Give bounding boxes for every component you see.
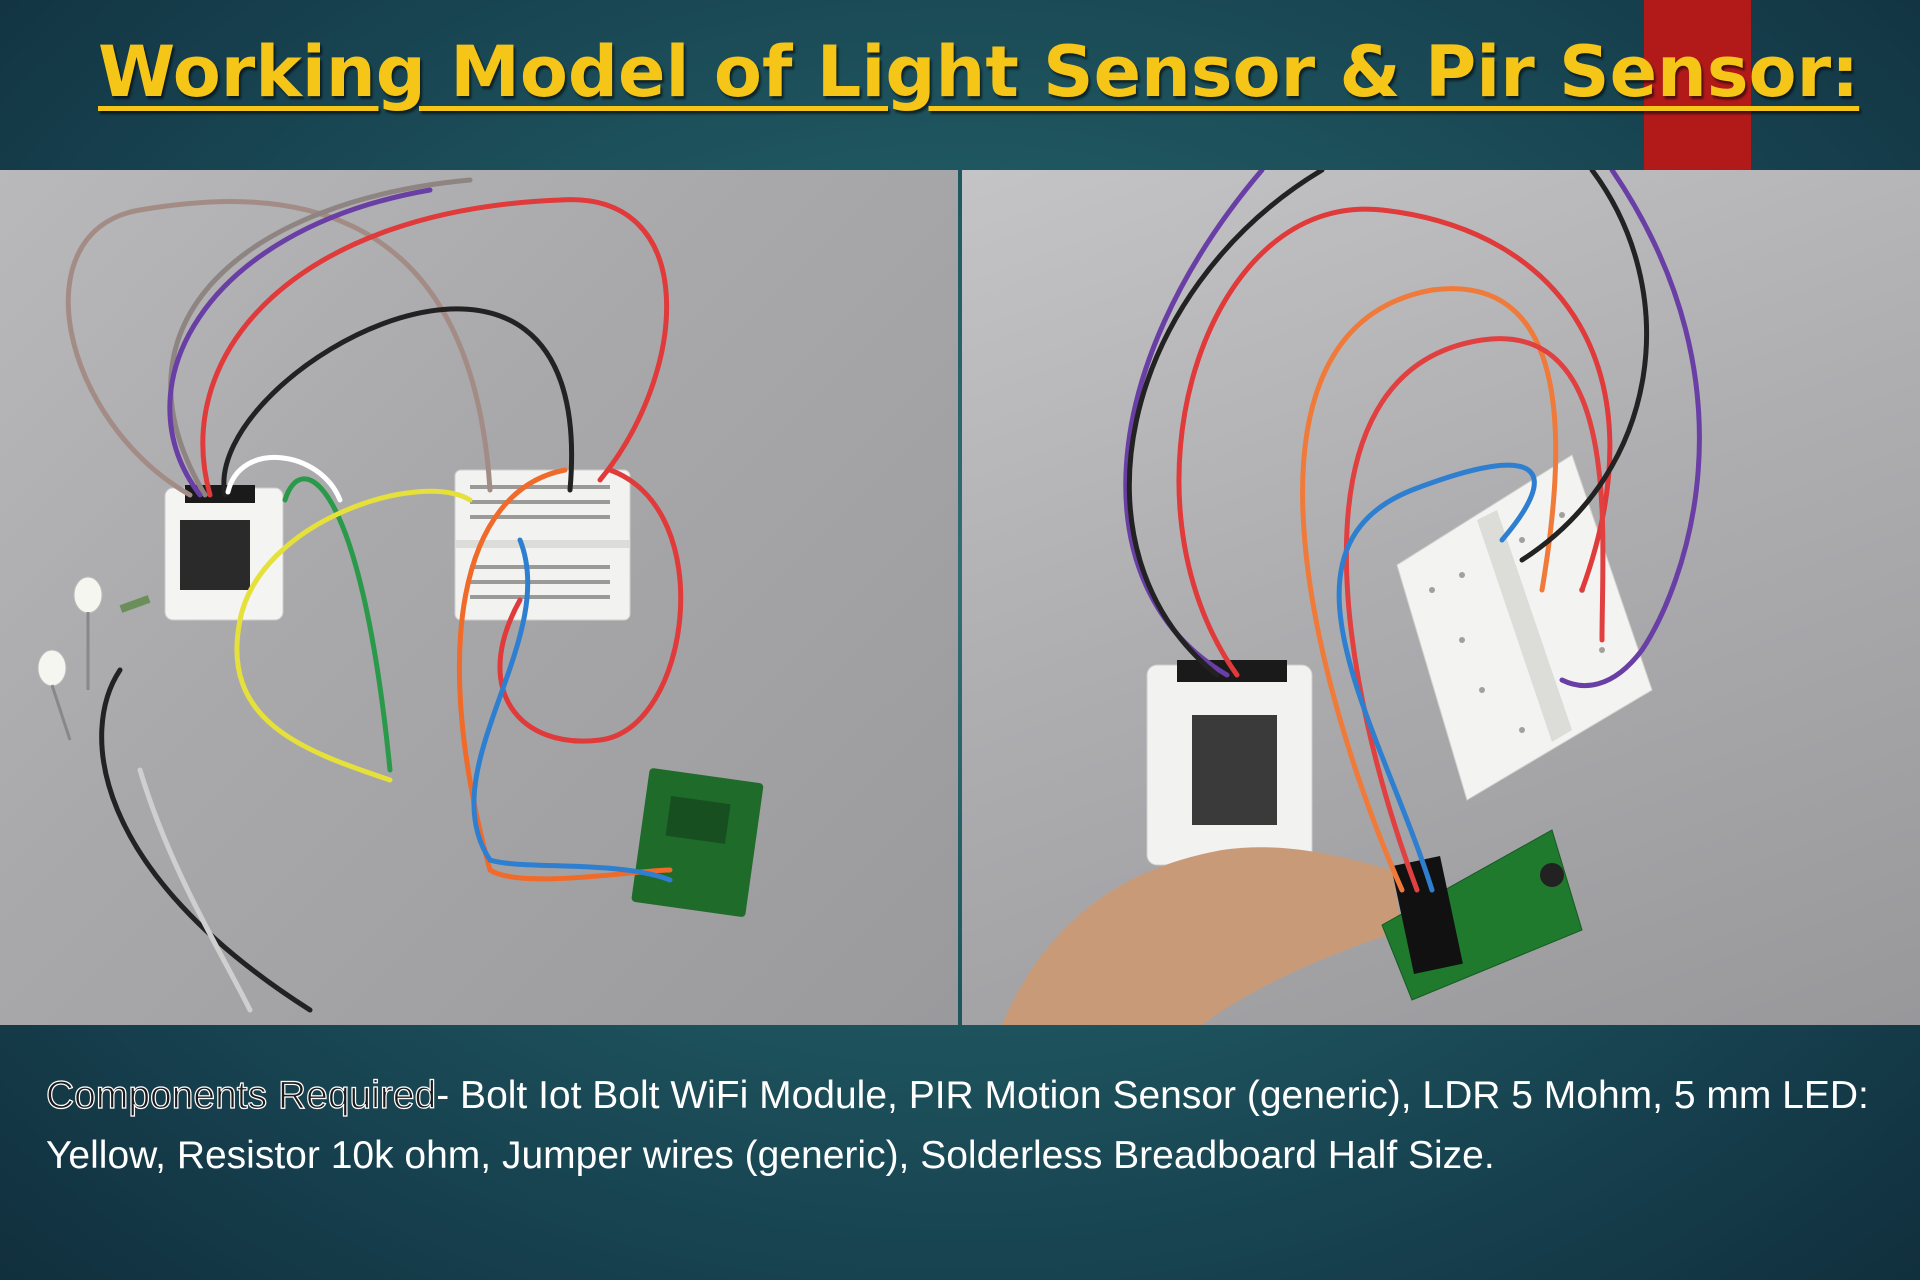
- breadboard-right: [1396, 454, 1653, 801]
- bolt-wifi-module-right: [1146, 660, 1313, 866]
- right-circuit-photo: [962, 170, 1920, 1025]
- pir-sensor-right: [1381, 829, 1583, 1001]
- bolt-wifi-module-left: [164, 485, 284, 621]
- jumper-wires-right: [1123, 170, 1702, 893]
- red-accent-bar: [1644, 0, 1751, 170]
- components-required-label: Components Required: [45, 1073, 437, 1117]
- pir-sensor-left: [631, 768, 764, 917]
- left-circuit-illustration: [37, 177, 764, 1013]
- hand: [1002, 847, 1402, 1025]
- jumper-wires-left: [65, 177, 684, 1013]
- components-required-text: Components Required- Bolt Iot Bolt WiFi …: [45, 1066, 1876, 1186]
- leds-left: [37, 576, 151, 741]
- left-circuit-photo: [0, 170, 958, 1025]
- right-circuit-illustration: [1002, 170, 1702, 1025]
- slide-title: Working Model of Light Sensor & Pir Sens…: [98, 31, 1860, 113]
- breadboard-left: [454, 469, 631, 621]
- components-list: - Bolt Iot Bolt WiFi Module, PIR Motion …: [46, 1074, 1869, 1177]
